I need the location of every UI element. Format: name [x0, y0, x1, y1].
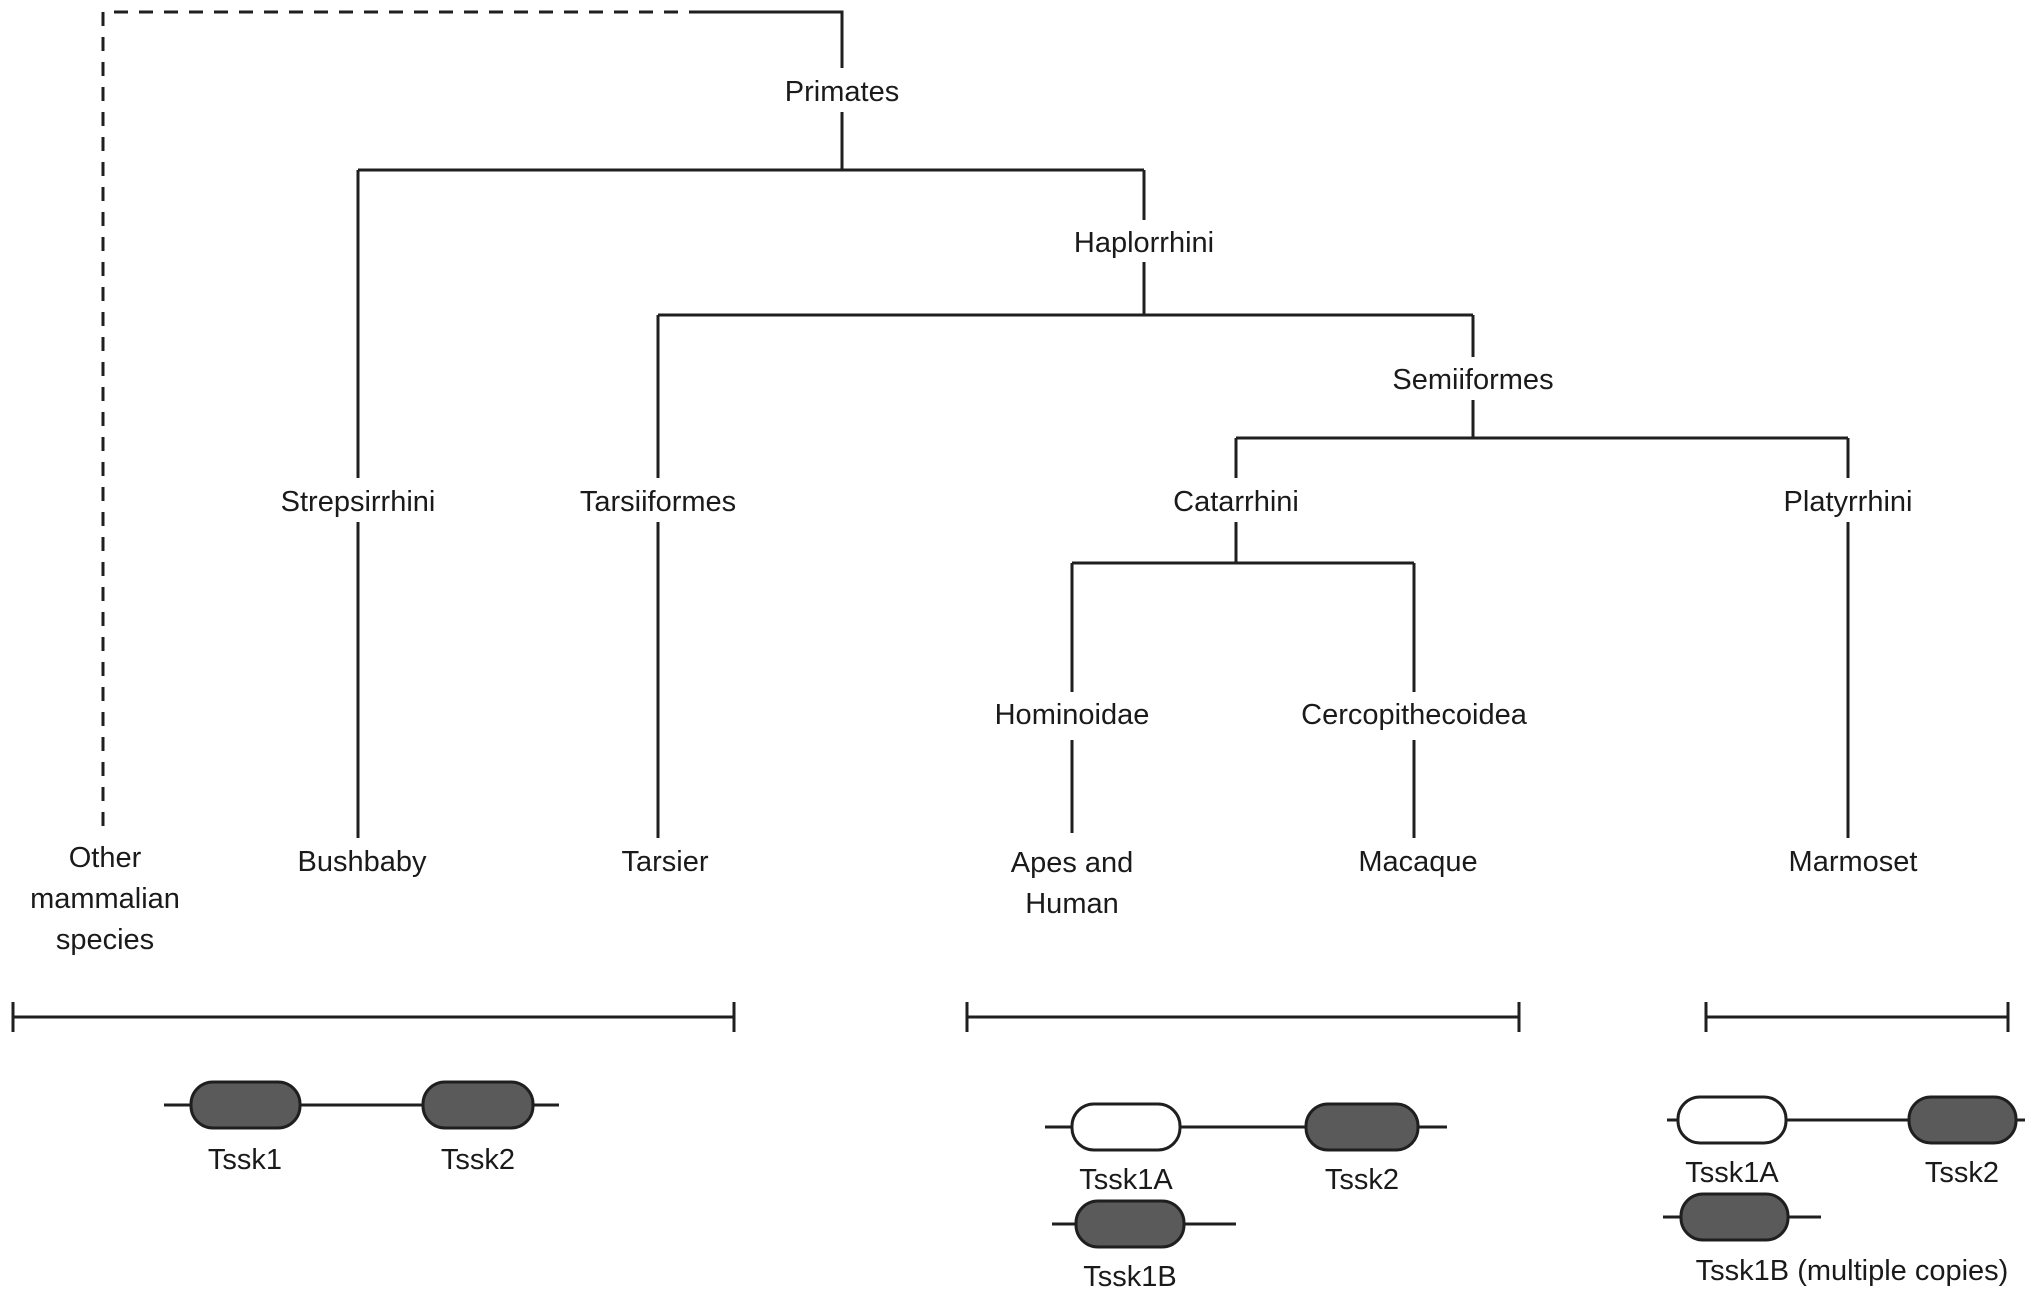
leaf-label-marmoset: Marmoset	[1788, 846, 1918, 878]
root-top-connector	[690, 10, 844, 68]
leaf-label-apes-and-human: Apes and Human	[1011, 843, 1134, 925]
node-label-semiiformes: Semiiformes	[1392, 364, 1554, 396]
node-label-platyrrhini: Platyrrhini	[1783, 486, 1913, 518]
gene-box-tssk1a-middle	[1070, 1102, 1182, 1152]
node-label-strepsirrhini: Strepsirrhini	[280, 486, 436, 518]
gene-label-tssk2-right: Tssk2	[1924, 1157, 2000, 1189]
node-label-tarsiiformes: Tarsiiformes	[579, 486, 737, 518]
gene-box-tssk2-middle	[1304, 1102, 1420, 1152]
outgroup-line2: mammalian	[30, 883, 180, 915]
bracket-left-group	[11, 1002, 736, 1032]
bracket-middle-group	[965, 1002, 1521, 1032]
leaf-label-bushbaby: Bushbaby	[297, 846, 427, 878]
leaf-label-tarsier: Tarsier	[621, 846, 709, 878]
apes-human-line2: Human	[1025, 888, 1119, 920]
outgroup-line3: species	[55, 924, 155, 956]
leaf-label-other-mammalian-species: Other mammalian species	[30, 838, 180, 961]
gene-label-tssk2-middle: Tssk2	[1324, 1164, 1400, 1196]
gene-box-tssk1-left	[189, 1080, 302, 1130]
outgroup-dashed-branch	[101, 10, 690, 826]
node-label-cercopithecoidea: Cercopithecoidea	[1301, 699, 1527, 731]
gene-box-tssk1a-right	[1676, 1095, 1788, 1145]
node-label-primates: Primates	[784, 76, 900, 108]
gene-box-tssk2-left	[421, 1080, 535, 1130]
leaf-label-macaque: Macaque	[1358, 846, 1478, 878]
apes-human-line1: Apes and	[1010, 847, 1134, 879]
node-label-catarrhini: Catarrhini	[1173, 486, 1299, 518]
gene-box-tssk1b-right	[1679, 1192, 1790, 1242]
gene-label-tssk1a-middle: Tssk1A	[1079, 1164, 1173, 1196]
node-label-hominoidae: Hominoidae	[994, 699, 1150, 731]
gene-label-tssk2-left: Tssk2	[440, 1144, 516, 1176]
gene-label-tssk1b-middle: Tssk1B	[1083, 1261, 1177, 1293]
gene-label-tssk1b-right: Tssk1B (multiple copies)	[1695, 1255, 2009, 1287]
gene-box-tssk2-right	[1907, 1095, 2018, 1145]
gene-box-tssk1b-middle	[1074, 1199, 1186, 1249]
node-label-haplorrhini: Haplorrhini	[1073, 227, 1215, 259]
bracket-right-group	[1704, 1002, 2010, 1032]
gene-label-tssk1a-right: Tssk1A	[1685, 1157, 1779, 1189]
gene-label-tssk1-left: Tssk1	[207, 1144, 283, 1176]
outgroup-line1: Other	[68, 842, 142, 874]
